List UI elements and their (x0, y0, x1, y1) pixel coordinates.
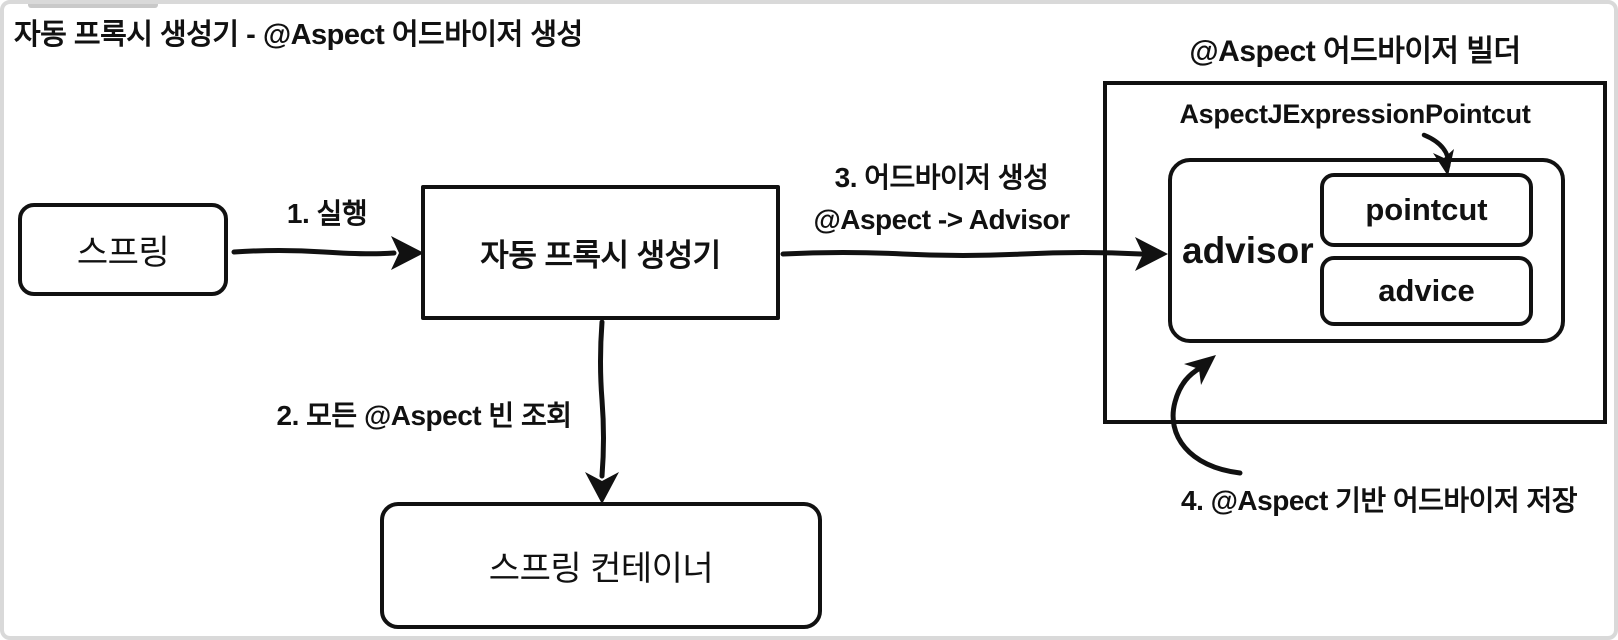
advice-label: advice (1378, 273, 1475, 308)
arrow-step1-execute (231, 248, 397, 257)
pointcut-node: pointcut (1320, 173, 1533, 247)
node-auto-proxy-creator-label: 자동 프록시 생성기 (480, 238, 721, 273)
arrowhead-step1 (391, 236, 424, 270)
arrow-step2-lookup (598, 319, 606, 479)
advice-node: advice (1320, 256, 1533, 326)
step3-label-line1: 3. 어드바이저 생성 (834, 162, 1049, 193)
builder-title: @Aspect 어드바이저 빌더 (1189, 35, 1521, 68)
page-title: 자동 프록시 생성기 - @Aspect 어드바이저 생성 (14, 19, 583, 51)
step2-label: 2. 모든 @Aspect 빈 조회 (276, 400, 572, 431)
arrowhead-step2 (585, 472, 619, 504)
node-spring: 스프링 (18, 203, 228, 296)
step4-label: 4. @Aspect 기반 어드바이저 저장 (1181, 485, 1577, 516)
step1-label: 1. 실행 (286, 198, 368, 229)
node-spring-container: 스프링 컨테이너 (380, 502, 822, 629)
pointcut-label: pointcut (1365, 192, 1488, 227)
step3-label-line2: @Aspect -> Advisor (813, 204, 1070, 235)
window-tab-remnant (28, 4, 158, 8)
arrow-step3-create (780, 250, 1144, 258)
advisor-node: advisor pointcut advice (1168, 158, 1565, 343)
node-spring-container-label: 스프링 컨테이너 (488, 550, 714, 588)
advisor-label: advisor (1182, 229, 1314, 271)
aspectj-expression-pointcut-label: AspectJExpressionPointcut (1179, 99, 1531, 129)
builder-container: AspectJExpressionPointcut advisor pointc… (1103, 81, 1607, 424)
node-auto-proxy-creator: 자동 프록시 생성기 (421, 185, 780, 320)
node-spring-label: 스프링 (76, 234, 170, 272)
step3-label: 3. 어드바이저 생성 @Aspect -> Advisor (794, 157, 1089, 241)
